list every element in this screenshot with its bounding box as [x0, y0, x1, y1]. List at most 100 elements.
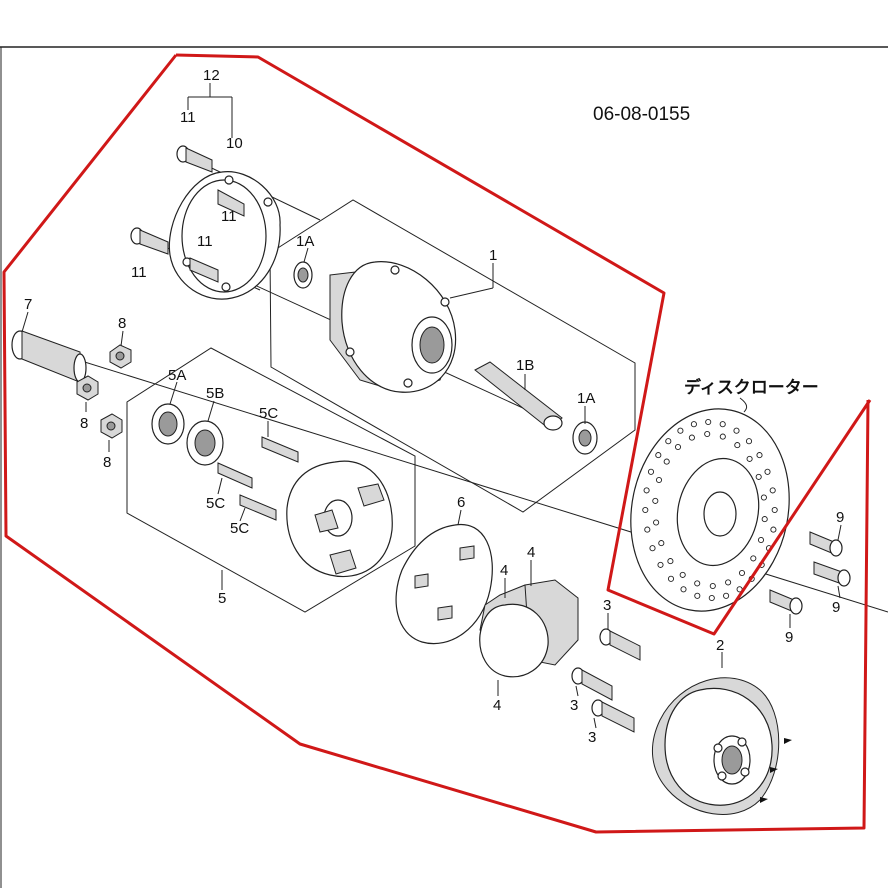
arrow-marker-1 [784, 738, 792, 744]
rotor-hole [643, 487, 650, 494]
rotor-hole [644, 526, 651, 533]
damper-assembly-box [126, 347, 416, 613]
rotor-hole [723, 592, 730, 599]
rotor-hole [642, 506, 649, 514]
rotor-hole [725, 579, 732, 586]
rotor-hole [745, 438, 753, 445]
label-1A-bottom: 1A [577, 390, 595, 407]
leader-3-mid [575, 685, 579, 697]
bolt-part-11-lower [189, 257, 219, 283]
label-5A: 5A [168, 367, 186, 384]
gasket-hole-3 [221, 282, 231, 292]
bolt-part-3-bottom [591, 699, 635, 733]
plate-part-6 [395, 523, 493, 645]
rotor-hole [674, 443, 682, 451]
driven-hub-part-2 [651, 677, 780, 815]
rotor-hole [677, 427, 684, 434]
rotor-hole [734, 442, 741, 449]
bolt-part-11-top [176, 145, 213, 173]
disc-rotor-label: ディスクローター [684, 377, 819, 398]
label-10: 10 [226, 135, 243, 152]
nut-part-8-bottom [100, 413, 123, 439]
rotor-hole [761, 516, 768, 523]
label-11-b: 11 [221, 208, 237, 225]
rotor-hole [663, 458, 670, 465]
label-5C-mid: 5C [206, 495, 225, 512]
label-6: 6 [457, 494, 465, 511]
arrow-marker-3 [760, 797, 768, 803]
label-11-a: 11 [180, 109, 196, 126]
damper-rubber-part-4 [479, 579, 579, 678]
bolt-part-9-top [809, 531, 843, 557]
nut-part-8-mid [76, 375, 99, 401]
bearing-part-5B [186, 420, 224, 466]
rotor-hole [769, 487, 776, 494]
leader-7 [21, 311, 29, 333]
rotor-hole [657, 561, 664, 568]
label-7: 7 [24, 296, 32, 313]
bolt-part-9-bottom [769, 589, 803, 615]
axle-part-7 [11, 330, 87, 384]
stud-part-5C-mid [217, 462, 253, 489]
rotor-hole [680, 586, 687, 593]
label-11-d: 11 [131, 264, 147, 281]
gasket-hole-2 [263, 197, 273, 207]
rotor-hole [665, 438, 672, 445]
bolt-part-3-mid [571, 667, 613, 701]
leader-9-top [837, 524, 842, 541]
label-4-left: 4 [500, 562, 508, 579]
rotor-hole [655, 452, 662, 459]
rotor-hole [704, 430, 711, 438]
label-5C-top: 5C [259, 405, 278, 422]
bolt-part-11-left [130, 227, 169, 255]
label-5C-bottom: 5C [230, 520, 249, 537]
rotor-hole [771, 506, 778, 514]
label-9-bottom: 9 [785, 629, 793, 646]
rotor-hole [719, 421, 726, 428]
bearing-part-5A [151, 403, 185, 445]
label-1A-top: 1A [296, 233, 314, 250]
bearing-part-1A-bottom [572, 421, 598, 455]
rotor-hole [705, 418, 712, 426]
leader-9-mid [837, 585, 841, 599]
label-11-c: 11 [197, 233, 213, 250]
rotor-hole [746, 455, 753, 462]
label-4-bottom: 4 [493, 697, 501, 714]
label-12: 12 [203, 67, 220, 84]
highlight-outline-upper [175, 53, 872, 636]
label-8-bottom: 8 [103, 454, 111, 471]
rotor-hole [653, 519, 660, 526]
rotor-hole [690, 421, 697, 428]
damper-holder-part-5 [286, 460, 393, 577]
label-2: 2 [716, 637, 724, 654]
rotor-hole [770, 526, 777, 533]
rotor-drill-holes [642, 418, 778, 602]
diagram-code: 06-08-0155 [593, 104, 690, 125]
label-9-mid: 9 [832, 599, 840, 616]
label-3-bottom: 3 [588, 729, 596, 746]
disc-rotor [630, 408, 790, 612]
leader-5C-mid [217, 477, 223, 495]
rotor-hole [756, 452, 763, 459]
rotor-hole [757, 536, 765, 544]
rotor-hole [694, 592, 701, 599]
leader-1A-top [303, 247, 309, 263]
leader-6 [457, 509, 462, 526]
bolt-part-9-mid [813, 561, 851, 587]
bolt-part-11-mid [217, 189, 245, 217]
label-8-top: 8 [118, 315, 126, 332]
rotor-hole [750, 555, 757, 562]
stud-part-5C-bottom [239, 494, 277, 521]
rotor-hole [658, 540, 665, 547]
hub-part-1 [293, 261, 457, 393]
leader-3-bottom [593, 717, 597, 729]
label-5: 5 [218, 590, 226, 607]
leader-disc-rotor [739, 397, 748, 413]
rotor-hole [679, 571, 686, 578]
leader-5C-bottom [239, 507, 246, 522]
label-3-top: 3 [603, 597, 611, 614]
rotor-hole [733, 427, 740, 434]
spacer-part-1B [474, 361, 563, 431]
label-9-top: 9 [836, 509, 844, 526]
